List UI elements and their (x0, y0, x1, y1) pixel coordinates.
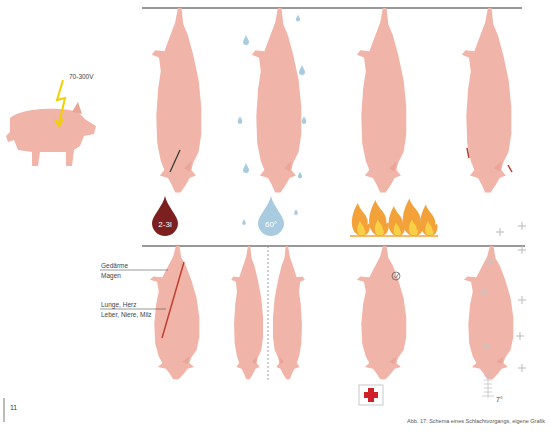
voltage-label: 70-300V (68, 73, 95, 80)
drop-shape: 60° (258, 196, 284, 236)
red-cross-box (359, 385, 383, 405)
cut-line (162, 262, 184, 338)
hanging-pig (152, 8, 512, 193)
drop-shape: 2-3l (152, 196, 178, 236)
cut-mark (467, 148, 469, 158)
thermometer-symbol (482, 372, 494, 398)
organ-label: Lunge, Herz (100, 301, 137, 308)
drop-label: 2-3l (158, 220, 171, 236)
hanging-pig (150, 246, 514, 379)
lightning-symbol (57, 80, 65, 124)
split-line (268, 246, 269, 382)
inspection-stamp (392, 272, 400, 280)
drop-outline (258, 196, 284, 236)
leader-line (100, 309, 166, 310)
cut-mark (170, 150, 180, 172)
page-marker (4, 398, 5, 422)
drop-outline (152, 196, 178, 236)
organ-label: Leber, Niere, Milz (100, 311, 153, 318)
cut-mark (508, 165, 512, 172)
organ-label: Magen (100, 272, 122, 279)
rail (142, 7, 522, 8)
flames (350, 199, 438, 237)
organ-label: Gedärme (100, 262, 129, 269)
rail (142, 245, 525, 246)
drop-outline (258, 196, 284, 236)
drop-outline (152, 196, 178, 236)
drop-label: 60° (265, 220, 277, 236)
lightning-symbol (55, 119, 63, 126)
page-number: 11 (9, 404, 18, 412)
figure-caption: Abb. 17: Schema eines Schlachtvorgangs, … (407, 418, 545, 424)
stunned-pig (6, 102, 96, 166)
cooling-marks (480, 222, 526, 372)
water-droplets (238, 15, 307, 226)
temperature-label: 7° (495, 396, 504, 404)
leader-line (100, 270, 168, 271)
